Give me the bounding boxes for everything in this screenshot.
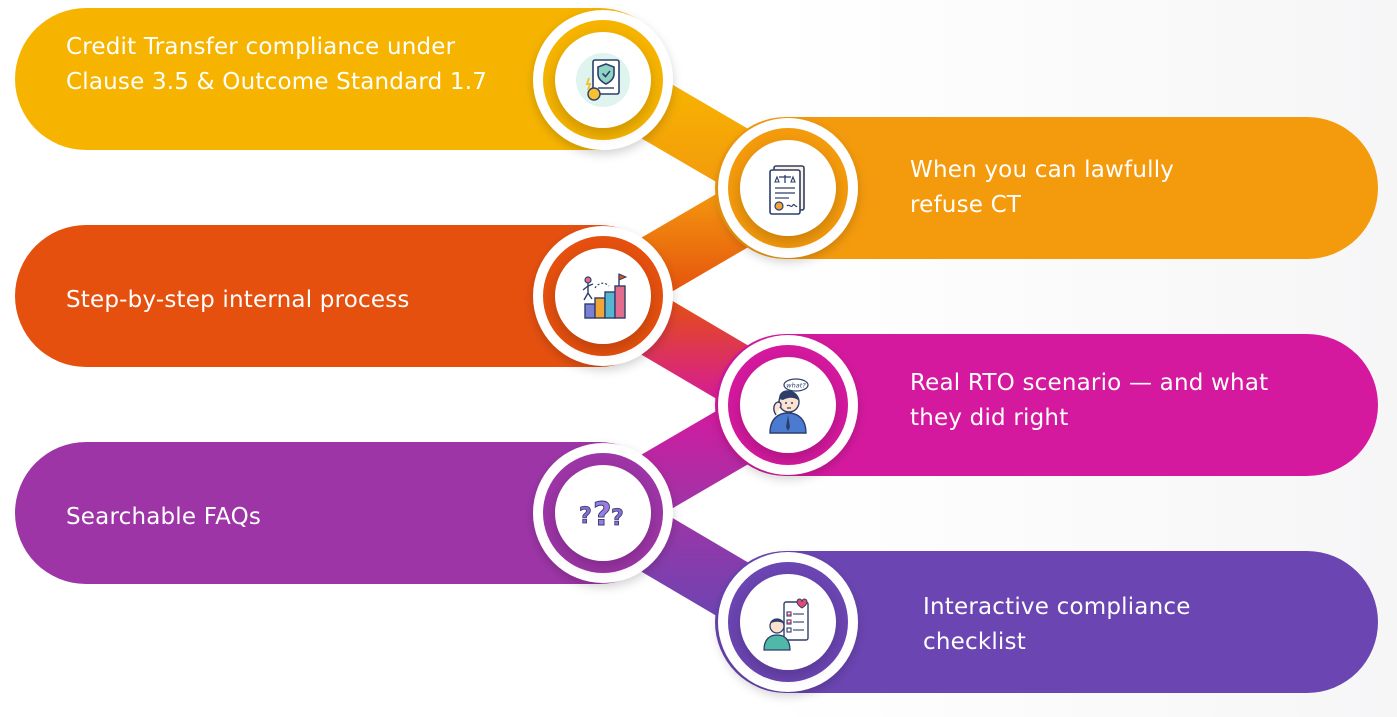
svg-text:?: ? [611,506,624,531]
pill-2 [715,117,1378,259]
pill-5 [15,442,670,584]
pill-6 [715,551,1378,693]
question-marks-icon: ? ? ? [555,465,651,561]
pill-4 [715,334,1378,476]
shield-certificate-icon [555,32,651,128]
what-badge: what? [786,382,806,390]
progress-steps-icon [555,248,651,344]
item-label-1: Credit Transfer compliance under Clause … [66,34,488,95]
svg-text:?: ? [593,495,612,533]
item-label-4: Real RTO scenario — and what they did ri… [910,370,1269,431]
item-label-6: Interactive compliance checklist [923,594,1191,655]
pill-1 [15,8,670,150]
item-label-5: Searchable FAQs [66,504,262,530]
item-label-2: When you can lawfully refuse CT [910,157,1175,218]
legal-document-icon [740,140,836,236]
svg-text:?: ? [579,504,592,529]
checklist-person-icon [740,574,836,670]
item-label-3: Step-by-step internal process [66,287,410,313]
confused-person-icon: what? [740,357,836,453]
pill-3 [15,225,670,367]
